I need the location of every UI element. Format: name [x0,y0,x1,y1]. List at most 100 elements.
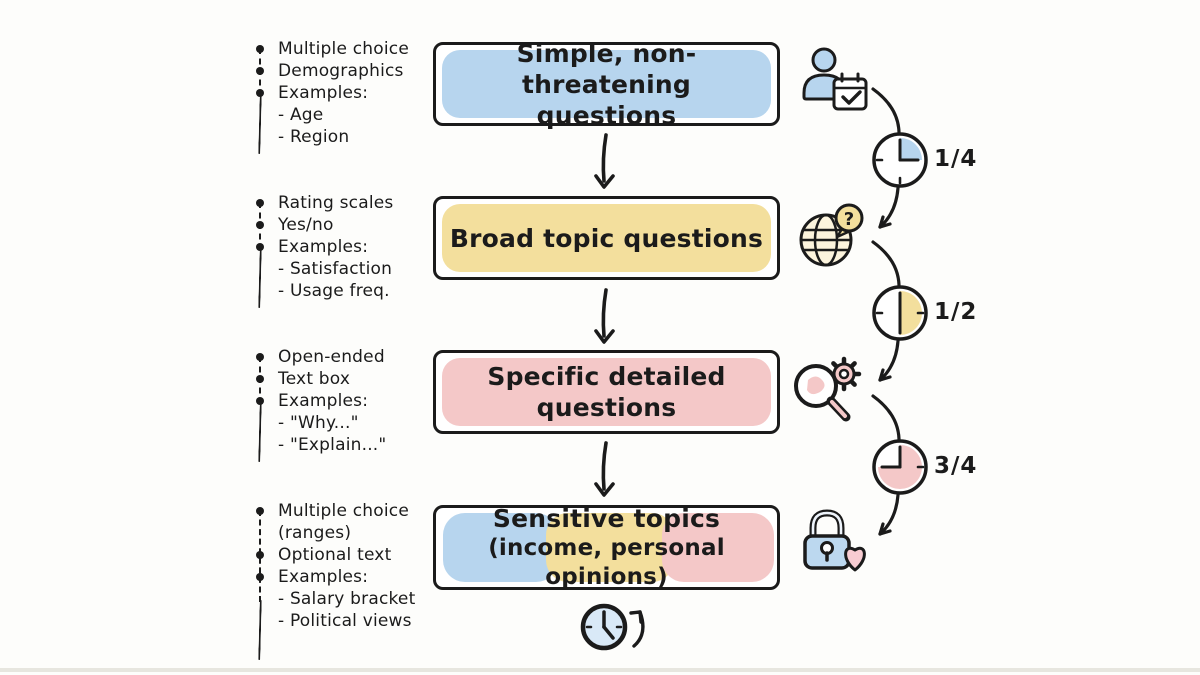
stage-label: Specific detailed questions [436,353,777,431]
note-row: Multiple choice [256,500,456,522]
stage-label-line: Simple, non-threatening [516,38,697,99]
note-text: Multiple choice [278,501,409,521]
note-text: Examples: [278,391,369,411]
note-text: - Age [278,105,324,125]
stage-label: Sensitive topics (income, personal opini… [436,504,777,590]
note-text: - Region [278,127,350,147]
bullet-spacer [256,617,264,625]
stage-box-broad-questions: Broad topic questions [433,196,780,280]
stage-box-sensitive-topics: Sensitive topics (income, personal opini… [433,504,780,590]
note-text: - "Explain..." [278,435,387,455]
bullet-spacer [256,529,264,537]
note-text: - Usage freq. [278,281,390,301]
note-row: - Region [256,126,456,148]
note-text: (ranges) [278,523,352,543]
bottom-edge-smudge [0,668,1200,672]
progress-clock-three-quarter-icon [871,394,928,536]
bullet-dot [256,375,264,383]
box-fill-yellow [546,513,674,582]
bullet-dot [256,507,264,515]
stage-label-line: questions [536,393,677,422]
progress-label-half: 1/2 [934,299,978,325]
note-row: Examples: [256,82,456,104]
note-list-sensitive: Multiple choice (ranges) Optional text E… [256,500,456,661]
stage-label-line: (income, personal opinions) [488,535,725,590]
progress-label-quarter: 1/4 [934,146,978,172]
box-fill [442,358,771,426]
down-arrow-icon [594,441,615,497]
note-text: - Political views [278,611,412,631]
bullet-spacer [256,595,264,603]
note-text: - Salary bracket [278,589,416,609]
box-fill-pink [662,513,774,582]
note-row: Text box [256,368,456,390]
stage-box-specific-questions: Specific detailed questions [433,350,780,434]
down-arrow-icon [594,133,615,189]
bullet-spacer [256,133,264,141]
note-text: Examples: [278,567,369,587]
note-list-specific: Open-ended Text box Examples: - "Why..."… [256,346,456,463]
stage-label-line: Sensitive topics [492,504,721,534]
clock-refresh-icon [580,603,645,651]
globe-question-icon: ? [799,203,864,267]
note-text: Examples: [278,83,369,103]
note-text: - Satisfaction [278,259,393,279]
bullet-dot [256,221,264,229]
note-row: Examples: [256,236,456,258]
note-text: Examples: [278,237,369,257]
bullet-dot [256,45,264,53]
stage-label-line: questions [536,100,677,130]
note-row: Rating scales [256,192,456,214]
box-fill [442,204,771,272]
bullet-dot [256,353,264,361]
note-row: - Salary bracket [256,588,456,610]
progress-clock-half-icon [871,240,928,382]
note-row: - "Why..." [256,412,456,434]
note-row: - Political views [256,610,456,632]
svg-text:?: ? [844,209,854,230]
note-row: Optional text [256,544,456,566]
note-row: Yes/no [256,214,456,236]
note-list-simple: Multiple choice Demographics Examples: -… [256,38,456,155]
person-calendar-icon [802,47,868,111]
note-text: Optional text [278,545,392,565]
stage-label: Simple, non-threatening questions [436,39,777,130]
bullet-spacer [256,111,264,119]
note-text: Rating scales [278,193,394,213]
note-row: - "Explain..." [256,434,456,456]
bullet-spacer [256,441,264,449]
note-row: Open-ended [256,346,456,368]
note-row: Examples: [256,390,456,412]
progress-label-three-quarter: 3/4 [934,453,978,479]
stage-box-simple-questions: Simple, non-threatening questions [433,39,780,130]
note-text: - "Why..." [278,413,359,433]
note-row: - Satisfaction [256,258,456,280]
note-text: Yes/no [278,215,334,235]
note-row: - Usage freq. [256,280,456,302]
bullet-dot [256,551,264,559]
bullet-dot [256,573,264,581]
note-row: - Age [256,104,456,126]
note-list-broad: Rating scales Yes/no Examples: - Satisfa… [256,192,456,309]
magnifier-gear-icon [794,356,862,422]
bullet-spacer [256,265,264,273]
note-row: Examples: [256,566,456,588]
box-fill-blue [443,513,558,582]
bullet-dot [256,67,264,75]
progress-clock-quarter-icon [871,87,928,229]
note-row: (ranges) [256,522,456,544]
stage-label-line: Broad topic questions [449,223,764,253]
down-arrow-icon [594,288,615,344]
stage-label: Broad topic questions [436,199,777,277]
bullet-dot [256,243,264,251]
note-row: Demographics [256,60,456,82]
note-text: Text box [278,369,351,389]
lock-heart-icon [803,509,866,572]
note-row: Multiple choice [256,38,456,60]
note-text: Demographics [278,61,404,81]
bullet-dot [256,397,264,405]
bullet-spacer [256,287,264,295]
bullet-dot [256,199,264,207]
note-text: Open-ended [278,347,385,367]
